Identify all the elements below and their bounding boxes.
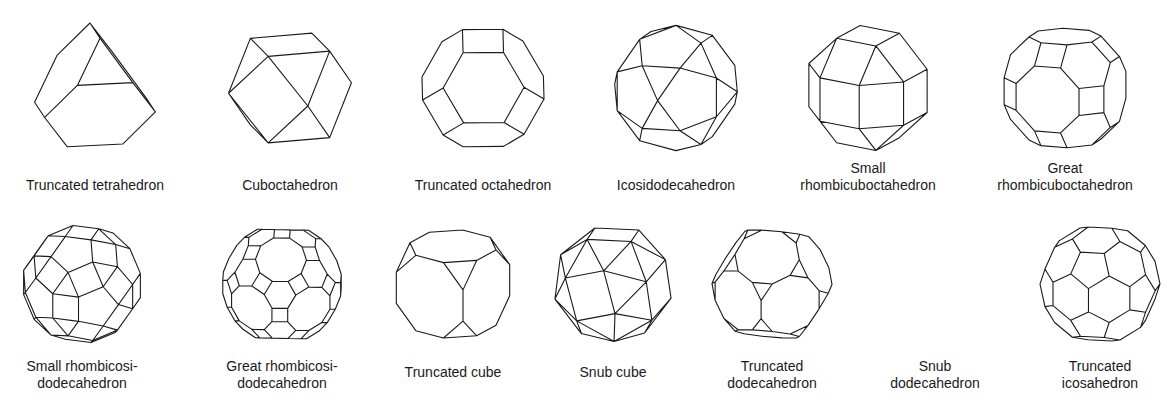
- solid-name: Great rhombicuboctahedron: [990, 160, 1140, 194]
- solid-name: Truncated icosahedron: [1045, 358, 1155, 392]
- polyhedron-wireframe: [615, 25, 738, 150]
- polyhedron-wireframe: [229, 33, 352, 143]
- solid-name: Great rhombicosi- dodecahedron: [212, 358, 352, 392]
- solid-name: Truncated octahedron: [383, 177, 583, 194]
- solid-name: Cuboctahedron: [190, 177, 390, 194]
- polyhedron-wireframe: [422, 29, 544, 146]
- solid-name: Snub cube: [513, 364, 713, 381]
- polyhedron-wireframe: [396, 230, 509, 338]
- solid-name: Snub dodecahedron: [880, 358, 990, 392]
- polyhedron-wireframe: [1040, 227, 1160, 341]
- polyhedron-wireframe: [24, 225, 141, 342]
- polyhedron-wireframe: [712, 230, 832, 338]
- solid-name: Small rhombicuboctahedron: [793, 160, 943, 194]
- polyhedron-wireframe: [555, 228, 671, 341]
- polyhedron-wireframe: [809, 26, 927, 151]
- solid-name: Small rhombicosi- dodecahedron: [12, 358, 152, 392]
- polyhedron-wireframe: [223, 229, 341, 339]
- polyhedron-wireframe: [1004, 28, 1126, 147]
- solid-name: Truncated tetrahedron: [0, 177, 195, 194]
- solid-name: Truncated cube: [353, 364, 553, 381]
- solid-name: Icosidodecahedron: [576, 177, 776, 194]
- solid-name: Truncated dodecahedron: [712, 358, 832, 392]
- polyhedron-wireframe: [35, 23, 156, 147]
